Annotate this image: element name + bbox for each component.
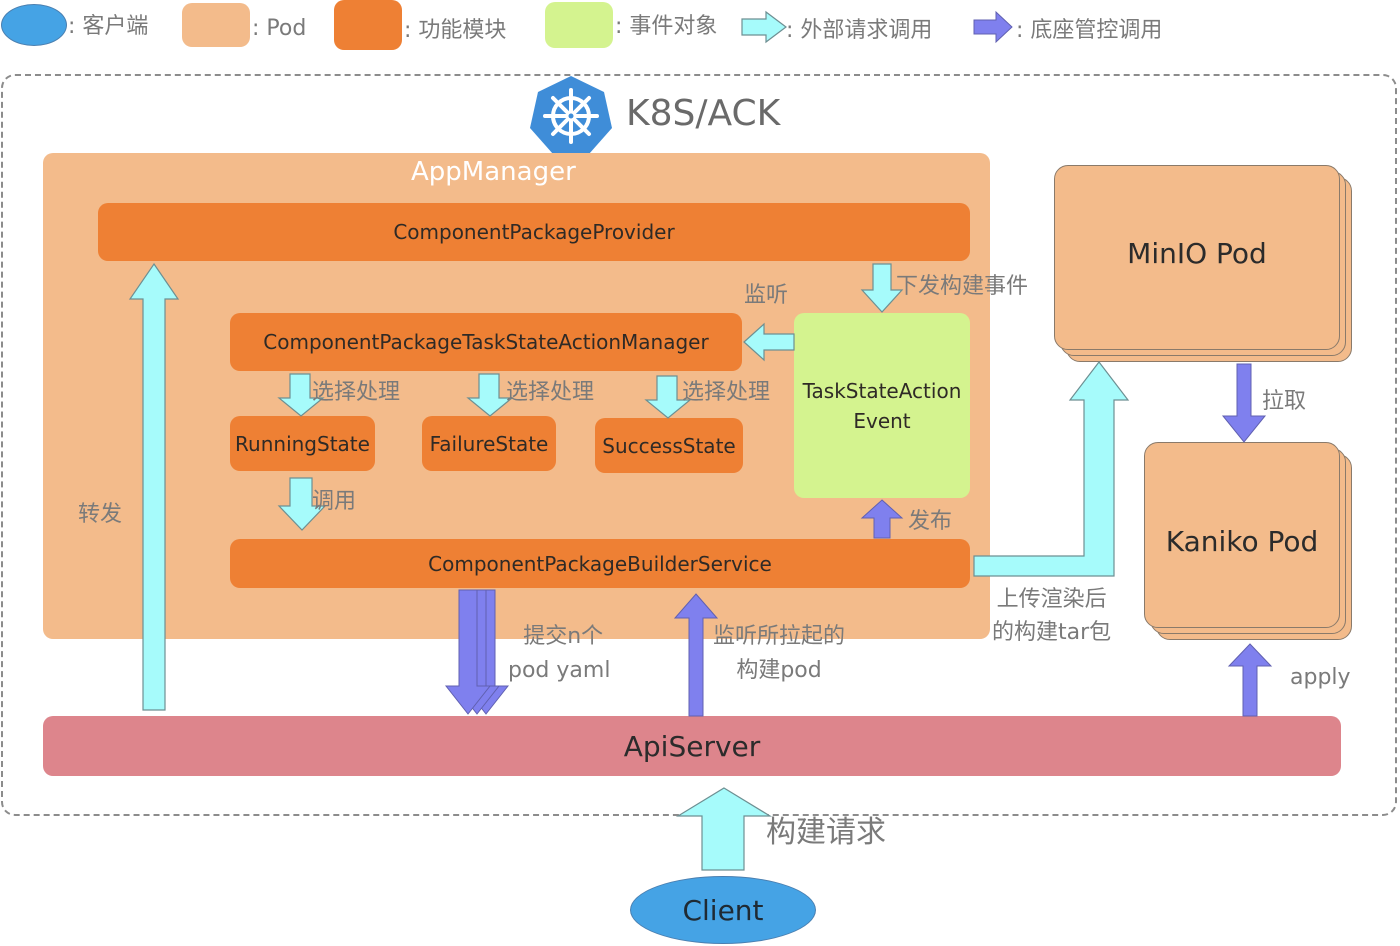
listen-arrow (743, 322, 795, 362)
legend-pod-swatch (182, 3, 250, 47)
legend-external-arrow-icon (741, 10, 787, 44)
apply-arrow (1227, 643, 1273, 717)
client-node: Client (630, 876, 816, 944)
label-upload-line2: 的构建tar包 (992, 620, 1112, 645)
legend-external-label: : 外部请求调用 (786, 18, 933, 43)
legend-control-arrow-icon (973, 10, 1013, 44)
appmanager-title: AppManager (411, 157, 576, 187)
label-dispatch-build-event: 下发构建事件 (896, 274, 1029, 299)
kubernetes-helm-icon (530, 76, 612, 154)
api-server: ApiServer (43, 716, 1341, 776)
label-upload-line1: 上传渲染后 (996, 587, 1107, 612)
kaniko-pod: Kaniko Pod (1144, 442, 1340, 628)
publish-arrow (860, 499, 904, 539)
label-invoke: 调用 (312, 489, 357, 514)
label-submit-line1: 提交n个 (523, 624, 604, 649)
failure-state: FailureState (422, 416, 556, 471)
minio-pod: MinIO Pod (1054, 165, 1340, 350)
legend-event-swatch (545, 2, 613, 48)
submit-pod-yaml-arrow (444, 589, 510, 715)
pull-arrow (1221, 363, 1267, 443)
running-state: RunningState (230, 416, 375, 471)
legend-control-label: : 底座管控调用 (1016, 18, 1163, 43)
event-label-line2: Event (853, 408, 911, 433)
kaniko-pod-label: Kaniko Pod (1165, 525, 1319, 558)
label-watch-build-pod: 监听所拉起的 构建pod (713, 620, 845, 688)
label-select-handle-1: 选择处理 (312, 380, 401, 405)
label-pull: 拉取 (1262, 389, 1307, 414)
legend-module-label: : 功能模块 (404, 18, 507, 43)
legend-pod-label: : Pod (252, 16, 307, 41)
legend-event-label: : 事件对象 (615, 14, 718, 39)
event-label-line1: TaskStateAction (802, 378, 962, 403)
component-package-provider: ComponentPackageProvider (98, 203, 970, 261)
forward-arrow (128, 262, 180, 711)
label-submit-pod-yaml: 提交n个 pod yaml (508, 620, 610, 688)
legend-client-label: : 客户端 (68, 14, 149, 39)
label-submit-line2: pod yaml (508, 658, 611, 683)
select-handle-arrow-running (277, 373, 325, 417)
invoke-arrow (277, 477, 327, 531)
dispatch-event-arrow (860, 263, 904, 313)
minio-pod-label: MinIO Pod (1127, 237, 1267, 270)
label-upload-tar: 上传渲染后 的构建tar包 (992, 583, 1111, 649)
label-watch-line1: 监听所拉起的 (713, 624, 846, 649)
build-request-arrow (675, 787, 773, 871)
label-forward: 转发 (78, 502, 123, 527)
label-select-handle-3: 选择处理 (682, 380, 771, 405)
component-package-builder-service: ComponentPackageBuilderService (230, 539, 970, 588)
upload-tar-arrow (973, 361, 1130, 577)
success-state: SuccessState (595, 418, 743, 473)
label-watch-line2: 构建pod (736, 658, 822, 683)
label-build-request: 构建请求 (766, 815, 886, 850)
label-apply: apply (1290, 665, 1351, 690)
legend-client-swatch (1, 4, 67, 46)
watch-build-pod-arrow (673, 593, 719, 717)
label-publish: 发布 (908, 509, 953, 534)
select-handle-arrow-success (644, 375, 692, 419)
label-select-handle-2: 选择处理 (506, 380, 595, 405)
cluster-title: K8S/ACK (626, 93, 781, 134)
select-handle-arrow-failure (466, 373, 514, 417)
task-state-action-manager: ComponentPackageTaskStateActionManager (230, 313, 742, 371)
legend-module-swatch (334, 0, 402, 50)
label-listen: 监听 (744, 283, 789, 308)
task-state-action-event: TaskStateAction Event (794, 313, 970, 498)
